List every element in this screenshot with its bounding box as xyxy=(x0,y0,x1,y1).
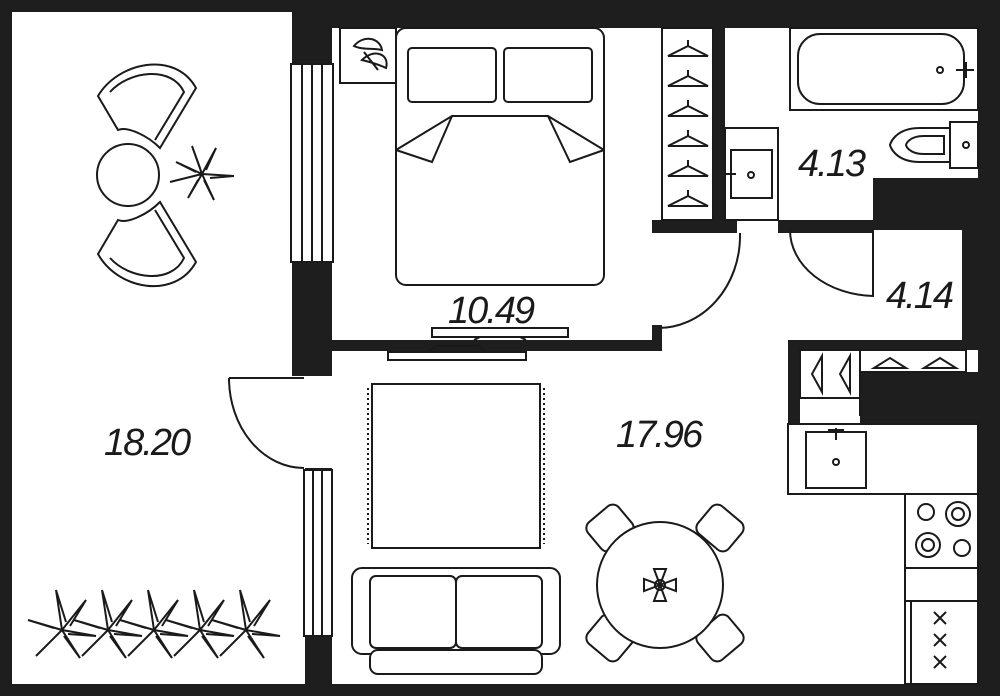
hanger-icon xyxy=(838,352,851,396)
bedroom-wall-stub xyxy=(652,325,662,351)
hanger-icon xyxy=(810,352,823,396)
rug xyxy=(367,383,545,549)
area-label-loggia: 18.20 xyxy=(104,422,191,464)
snowflake-icon xyxy=(933,611,947,669)
hanger-icon xyxy=(870,356,910,369)
flower-icon xyxy=(643,568,677,602)
burner-icon xyxy=(917,503,935,521)
closet-wall-bottom xyxy=(652,220,737,233)
outer-wall-top-loggia xyxy=(0,0,330,12)
tv xyxy=(387,345,527,361)
hall-wall-right xyxy=(962,228,978,348)
closet-wall-right xyxy=(713,28,725,233)
leaf-icon xyxy=(352,37,388,71)
kitchen-counter xyxy=(787,423,979,495)
windows xyxy=(290,63,334,637)
kitchen-wall-left xyxy=(788,340,800,425)
door-loggia xyxy=(228,377,305,469)
bath-wall-bottom xyxy=(778,220,873,233)
bedroom-wall-bottom xyxy=(330,340,660,351)
armchair-top xyxy=(96,63,198,150)
bedroom-furniture xyxy=(339,27,714,341)
kitchen-wall-block xyxy=(860,372,978,424)
burner-icon xyxy=(945,501,971,527)
dining-set xyxy=(585,503,745,663)
bath-wall-block xyxy=(873,178,978,230)
plants-row xyxy=(27,589,281,659)
area-label-bedroom: 10.49 xyxy=(448,290,535,332)
hanger-icon xyxy=(920,356,960,369)
area-label-living: 17.96 xyxy=(616,414,704,456)
hanger-icon xyxy=(667,70,709,87)
hanger-icon xyxy=(667,190,709,207)
door-bathroom xyxy=(789,228,874,298)
area-label-bathroom: 4.13 xyxy=(798,143,866,185)
doors xyxy=(228,228,874,469)
outer-wall-right xyxy=(978,0,1000,696)
pillow-right xyxy=(503,47,593,103)
loggia-furniture xyxy=(27,63,281,659)
pillow-left xyxy=(407,47,497,103)
door-bedroom xyxy=(657,233,741,329)
bathroom-fixtures xyxy=(724,27,979,221)
kitchen xyxy=(787,423,979,685)
toilet xyxy=(888,121,979,169)
burner-icon xyxy=(953,539,971,557)
outer-wall-bottom xyxy=(0,684,1000,696)
sofa xyxy=(351,567,561,675)
hanger-icon xyxy=(667,130,709,147)
living-furniture xyxy=(351,345,745,675)
fridge xyxy=(904,567,979,602)
tv-unit xyxy=(431,327,569,341)
chair xyxy=(695,503,745,553)
area-label-hall: 4.14 xyxy=(886,275,953,317)
hall-wall-bottom xyxy=(788,340,978,350)
blanket xyxy=(395,115,605,164)
bathtub xyxy=(789,27,979,111)
burner-icon xyxy=(915,532,941,558)
window-living xyxy=(303,469,333,637)
bathroom-sink xyxy=(724,127,779,221)
hall-closet xyxy=(799,349,967,399)
hanger-icon xyxy=(667,160,709,177)
door-closet-hall xyxy=(803,397,861,416)
plant-icon xyxy=(169,145,235,201)
outer-wall-left xyxy=(0,0,12,696)
armchair-bottom xyxy=(96,200,198,288)
wardrobe-frame xyxy=(661,27,714,221)
outer-wall-top xyxy=(320,0,1000,28)
hanger-icon xyxy=(667,40,709,57)
wardrobe xyxy=(661,27,714,221)
coffee-table xyxy=(96,143,160,207)
hanger-icon xyxy=(667,100,709,117)
